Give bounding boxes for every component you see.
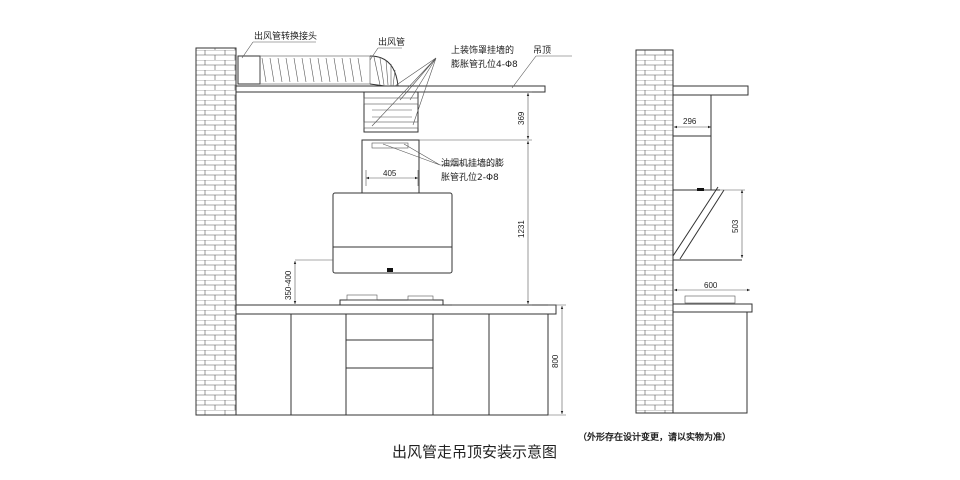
left-brick-wall [195, 47, 237, 416]
dim-800: 800 [551, 354, 560, 368]
cover-holes-label-2: 膨胀管孔位4-Φ8 [451, 58, 518, 70]
gas-stove [339, 294, 444, 306]
hood-holes-label-1: 油烟机挂墙的膨 [441, 157, 504, 169]
countertop [235, 304, 557, 315]
dim-405: 405 [383, 169, 397, 178]
dim-503: 503 [731, 219, 740, 233]
ceiling [235, 85, 546, 93]
dim-296: 296 [683, 117, 697, 126]
adapter-label: 出风管转换接头 [254, 30, 317, 42]
hood-holes-label-2: 胀管孔位2-Φ8 [441, 171, 499, 183]
ceiling-label: 吊顶 [533, 45, 551, 56]
cabinets [235, 313, 549, 416]
exhaust-duct [237, 55, 399, 87]
dim-600: 600 [704, 281, 718, 290]
cover-bracket [363, 91, 419, 133]
dim-1231: 1231 [517, 220, 526, 238]
design-change-note: （外形存在设计变更，请以实物为准） [578, 433, 732, 443]
diagram-title: 出风管走吊顶安装示意图 [392, 443, 558, 461]
right-brick-wall [635, 49, 674, 414]
dim-369: 369 [517, 111, 526, 125]
duct-label: 出风管 [378, 36, 405, 48]
dim-350-400: 350-400 [284, 270, 293, 300]
range-hood [332, 192, 453, 274]
cover-holes-label-1: 上装饰罩挂墙的 [451, 44, 514, 56]
